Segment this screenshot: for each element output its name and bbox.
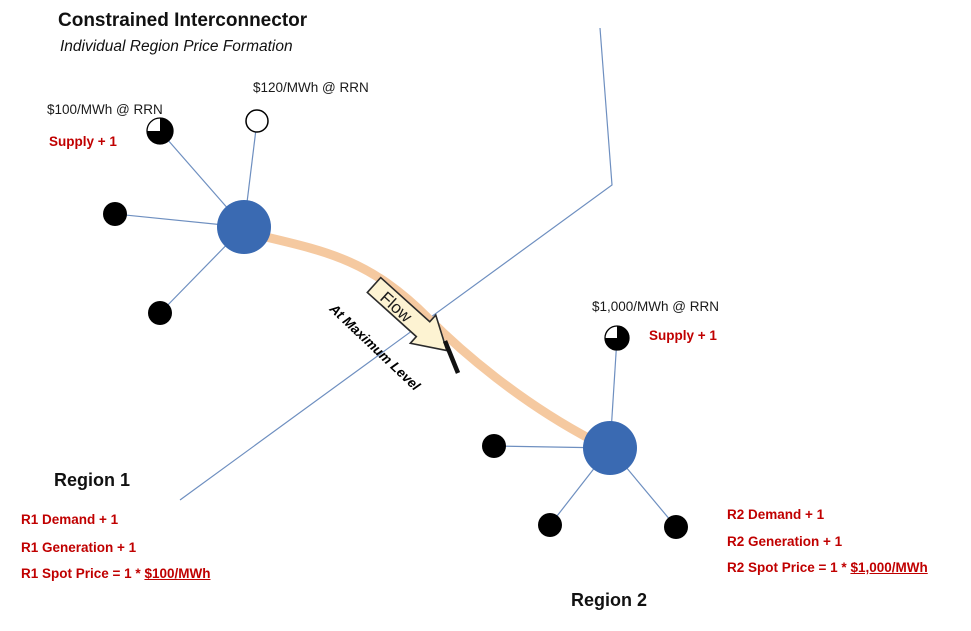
r1-cheap-generator-pie-node [146, 117, 174, 145]
r1-cheap-generator-pie-fill [147, 118, 173, 144]
r1-spot-price-value: $100/MWh [144, 566, 211, 581]
r2-spot-price-prefix: R2 Spot Price = 1 * [727, 560, 851, 575]
r1-cheap-generator-supply-label: Supply + 1 [49, 134, 117, 149]
region1-name: Region 1 [54, 470, 131, 490]
slide-subtitle: Individual Region Price Formation [60, 38, 293, 55]
r1-load-node-a [103, 202, 127, 226]
r1-mid-generator-price-label: $120/MWh @ RRN [253, 80, 369, 95]
r2-spot-price-value: $1,000/MWh [850, 560, 928, 575]
r2-load-node-c [664, 515, 688, 539]
r1-mid-generator-node [245, 109, 269, 133]
r1-generation-note: R1 Generation + 1 [21, 540, 137, 555]
r2-generator-price-label: $1,000/MWh @ RRN [592, 299, 719, 314]
r2-generator-supply-label: Supply + 1 [649, 328, 717, 343]
r1-load-node-b [148, 301, 172, 325]
r2-load-node-b [538, 513, 562, 537]
r1-demand-note: R1 Demand + 1 [21, 512, 119, 527]
r2-demand-note: R2 Demand + 1 [727, 507, 825, 522]
region2-name: Region 2 [571, 590, 648, 610]
slide-title: Constrained Interconnector [58, 10, 308, 31]
r2-generation-note: R2 Generation + 1 [727, 534, 843, 549]
constraint-tick-mark [442, 340, 461, 374]
r2-generator-pie-node [604, 325, 630, 351]
r1-hub-node [217, 200, 271, 254]
r1-spot-price-prefix: R1 Spot Price = 1 * [21, 566, 145, 581]
region-boundary-line [179, 27, 613, 501]
r2-generator-pie-fill [605, 326, 629, 350]
r1-cheap-generator-price-label: $100/MWh @ RRN [47, 102, 163, 117]
r2-spot-price-note: R2 Spot Price = 1 * $1,000/MWh [727, 560, 928, 575]
r2-hub-node [583, 421, 637, 475]
r2-load-node-a [482, 434, 506, 458]
flow-arrow [366, 276, 448, 352]
r1-spot-price-note: R1 Spot Price = 1 * $100/MWh [21, 566, 210, 581]
interconnector-flow-path [261, 232, 597, 445]
flow-arrow-shape [366, 276, 448, 352]
